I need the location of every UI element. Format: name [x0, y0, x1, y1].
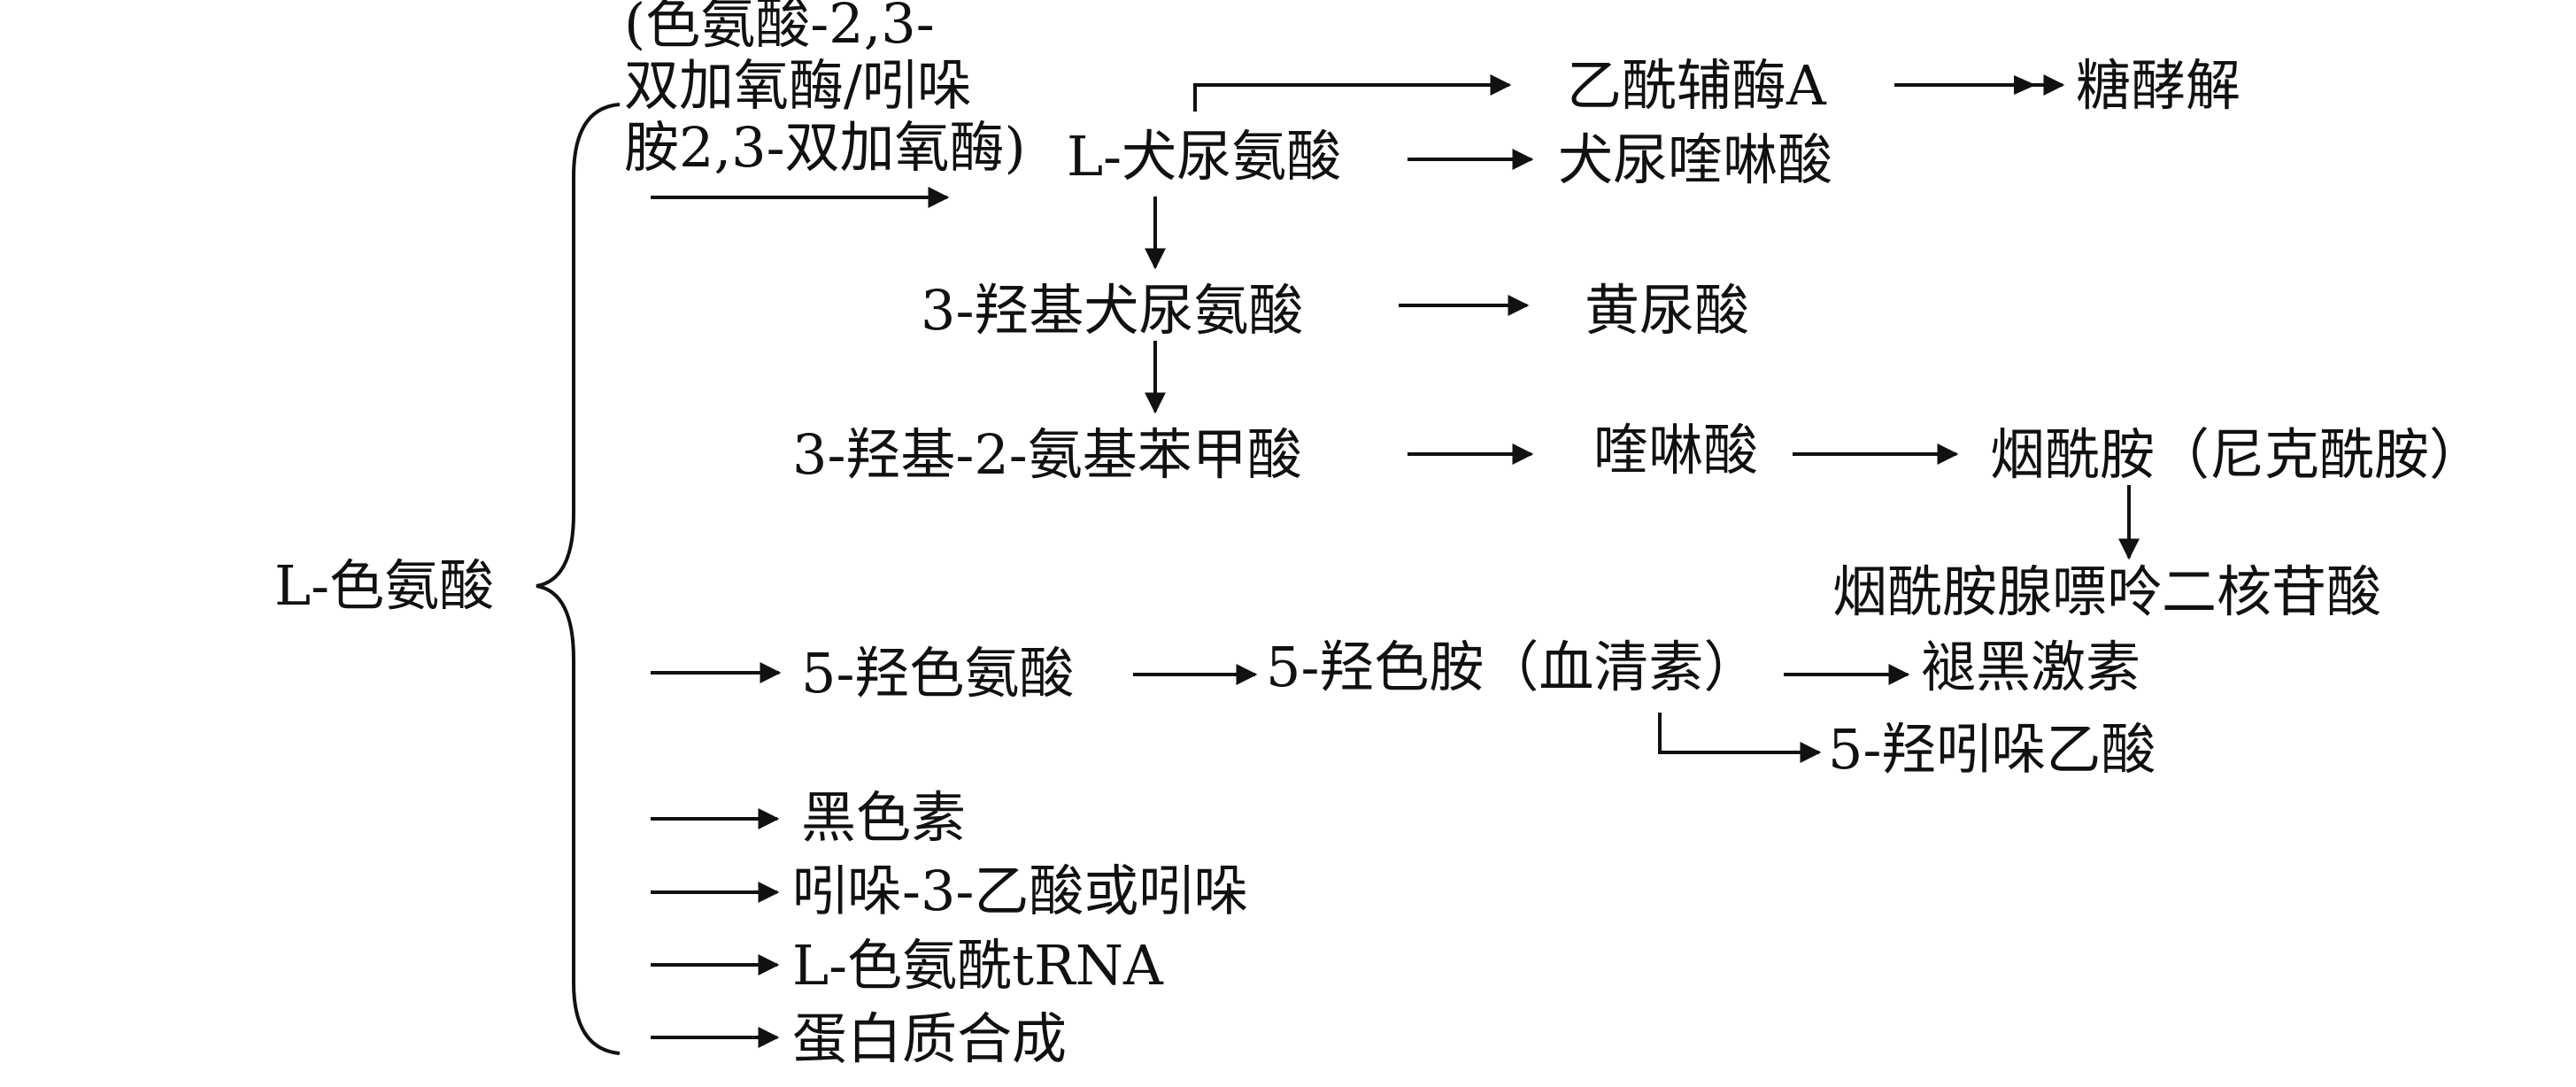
trna-prefix: L [792, 933, 829, 998]
kynurenine-name: -犬尿氨酸 [1103, 124, 1341, 189]
trna-label: L-色氨酰tRNA [792, 933, 1164, 998]
trna-name: -色氨酰tRNA [829, 933, 1164, 998]
indole-label: 吲哚-3-乙酸或吲哚 [792, 859, 1248, 923]
arrow-to-acetyl-coa [1193, 74, 1512, 112]
hiaa-label: 5-羟吲哚乙酸 [1828, 717, 2156, 782]
root-label: L-色氨酸 [274, 553, 494, 618]
kynurenine-prefix: L [1067, 124, 1103, 189]
enzyme-note-line-3: 胺2,3-双加氧酶) [624, 115, 1026, 180]
quinolinic-acid-label: 喹啉酸 [1593, 418, 1758, 482]
xanthurenic-acid-label: 黄尿酸 [1585, 278, 1749, 343]
protein-synthesis-label: 蛋白质合成 [792, 1006, 1067, 1071]
arrow-to-hiaa [1658, 713, 1822, 763]
left-brace [536, 103, 621, 1055]
kynurenine-label: L-犬尿氨酸 [1067, 124, 1341, 189]
root-prefix: L [274, 553, 311, 618]
hydroxykynurenine-label: 3-羟基犬尿氨酸 [921, 278, 1303, 343]
root-name: -色氨酸 [311, 553, 494, 618]
hydroxytryptophan-label: 5-羟色氨酸 [801, 641, 1074, 705]
enzyme-note-line-2: 双加氧酶/吲哚 [624, 53, 972, 118]
nicotinamide-label: 烟酰胺（尼克酰胺） [1990, 422, 2484, 487]
hydroxyanthranilic-acid-label: 3-羟基-2-氨基苯甲酸 [792, 422, 1302, 487]
melanin-label: 黑色素 [801, 785, 966, 850]
glycolysis-double-arrowhead [2014, 75, 2036, 95]
acetyl-coa-label: 乙酰辅酶A [1567, 53, 1827, 118]
nad-label: 烟酰胺腺嘌呤二核苷酸 [1832, 559, 2381, 624]
enzyme-note-line-1: (色氨酸-2,3- [624, 0, 935, 56]
melatonin-label: 褪黑激素 [1921, 635, 2140, 699]
kynurenic-acid-label: 犬尿喹啉酸 [1558, 127, 1832, 192]
glycolysis-label: 糖酵解 [2076, 53, 2241, 118]
serotonin-label: 5-羟色胺（血清素） [1266, 635, 1758, 699]
